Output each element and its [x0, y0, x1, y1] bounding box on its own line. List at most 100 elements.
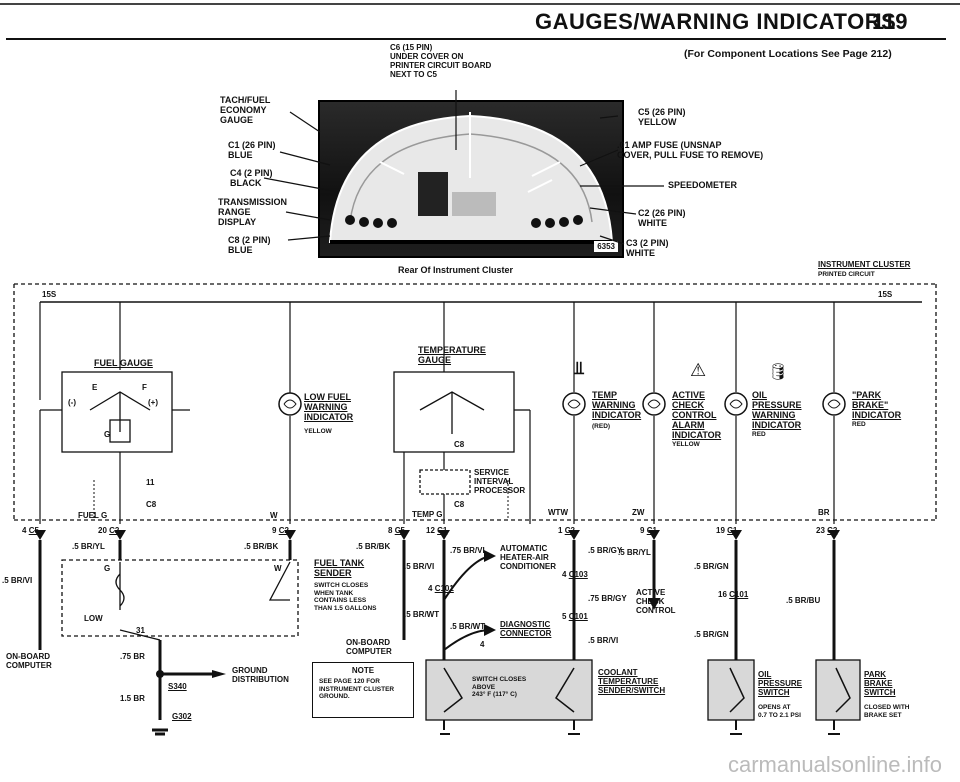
- conn-8-c5: 8 C5: [388, 526, 405, 535]
- instrument-cluster-photo: 6353: [318, 100, 624, 258]
- active-check-label: ACTIVE CHECK CONTROL ALARM INDICATOR: [672, 390, 722, 440]
- park-brake-switch-label: PARK BRAKE SWITCH: [864, 670, 896, 697]
- callout-speedometer: SPEEDOMETER: [668, 180, 738, 190]
- ground-g302: G302: [172, 712, 192, 721]
- printed-circuit-boundary: [13, 283, 937, 521]
- conn-12-c1: 12 C1: [426, 526, 448, 535]
- diagnostic-connector-label: DIAGNOSTIC CONNECTOR: [500, 620, 552, 638]
- note-box: NOTE SEE PAGE 120 FOR INSTRUMENT CLUSTER…: [312, 662, 414, 718]
- bulb-filaments: [283, 399, 841, 409]
- diagnostic-pin: 4: [480, 640, 485, 649]
- callout-c8: C8 (2 PIN) BLUE: [228, 235, 271, 255]
- bus-drops: [39, 302, 835, 400]
- conn-4-c5: 4 C5: [22, 526, 39, 535]
- callout-c1: C1 (26 PIN) BLUE: [228, 140, 276, 160]
- connector-symbols: [34, 530, 840, 540]
- wire-br-bk-1: .5 BR/BK: [244, 542, 279, 551]
- callout-c3: C3 (2 PIN) WHITE: [626, 238, 669, 258]
- note-title: NOTE: [351, 666, 375, 675]
- photo-number: 6353: [594, 241, 618, 252]
- on-board-computer-left: ON-BOARD COMPUTER: [6, 652, 52, 670]
- pin-wtw: WTW: [548, 508, 568, 517]
- coolant-sender-label: COOLANT TEMPERATURE SENDER/SWITCH: [598, 668, 666, 695]
- signal-arrows: [443, 555, 491, 651]
- wire-br-vi-mid: .5 BR/VI: [404, 562, 435, 571]
- pin-c8-fuel: C8: [146, 500, 157, 509]
- service-interval-label: SERVICE INTERVAL PROCESSOR: [474, 468, 526, 495]
- wire-15-br: 1.5 BR: [120, 694, 145, 703]
- conn-9-c2: 9 C2: [272, 526, 289, 535]
- page-number: 119: [872, 9, 908, 34]
- pin-11: 11: [146, 478, 155, 487]
- indicator-drops: [39, 410, 835, 524]
- wire-br-vi-right: .5 BR/VI: [588, 636, 619, 645]
- wire-75-br-gy: .75 BR/GY: [588, 594, 627, 603]
- pin-w: W: [270, 511, 278, 520]
- lower-wires: [38, 540, 836, 720]
- wire-br-yl-right: .5 BR/YL: [618, 548, 651, 557]
- pin-e: E: [92, 383, 98, 392]
- arrow-heads: [484, 550, 660, 636]
- oil-pressure-color: RED: [752, 431, 766, 438]
- warning-triangle-icon: ⚠: [690, 360, 707, 380]
- oil-pressure-switch-label: OIL PRESSURE SWITCH: [758, 670, 803, 697]
- switch-symbols: [443, 667, 851, 713]
- callout-c4: C4 (2 PIN) BLACK: [230, 168, 273, 188]
- callout-c5: C5 (26 PIN) YELLOW: [638, 107, 686, 127]
- fuel-gauge-label: FUEL GAUGE: [94, 358, 153, 368]
- wire-br-vi-left: .5 BR/VI: [2, 576, 33, 585]
- temp-gauge-symbol: [393, 371, 530, 453]
- pin-minus: (-): [68, 398, 76, 407]
- header-rule-top: [0, 3, 960, 5]
- pin-plus: (+): [148, 398, 158, 407]
- on-board-computer-mid: ON-BOARD COMPUTER: [346, 638, 392, 656]
- service-interval-box: [419, 469, 471, 495]
- callout-tach-fuel: TACH/FUEL ECONOMY GAUGE: [220, 95, 271, 125]
- bus-label-left: 15S: [42, 290, 57, 299]
- pin-br: BR: [818, 508, 830, 517]
- sender-pin-g: G: [104, 564, 111, 573]
- park-brake-color: RED: [852, 421, 866, 428]
- low-fuel-color: YELLOW: [304, 428, 332, 435]
- wire-br-bk-2: .5 BR/BK: [356, 542, 391, 551]
- inline-c101-1: 4 C101: [428, 584, 454, 593]
- sender-pin-w: W: [274, 564, 282, 573]
- wire-br-gy: .5 BR/GY: [588, 546, 623, 555]
- pin-fuel-g: FUEL G: [78, 511, 108, 520]
- fuel-tank-sender-box: [61, 559, 299, 641]
- temp-warning-icon: ⫫: [574, 358, 585, 378]
- sender-pin-31: 31: [136, 626, 145, 635]
- splice-s340: S340: [168, 682, 187, 691]
- note-body: SEE PAGE 120 FOR INSTRUMENT CLUSTER GROU…: [319, 678, 395, 700]
- wire-75-br-vi: .75 BR/VI: [450, 546, 485, 555]
- inline-c101-2: 5 C101: [562, 612, 588, 621]
- page-title: GAUGES/WARNING INDICATORS: [535, 9, 897, 34]
- park-brake-label: "PARK BRAKE" INDICATOR: [852, 390, 902, 420]
- photo-caption: Rear Of Instrument Cluster: [398, 265, 514, 275]
- wire-75-br: .75 BR: [120, 652, 145, 661]
- temp-warning-color: (RED): [592, 423, 611, 430]
- dashed-verticals: [93, 480, 509, 520]
- cluster-photo-art: [328, 112, 614, 244]
- header-rule: [6, 38, 946, 40]
- oil-can-icon: 🛢: [768, 364, 789, 381]
- sender-pin-low: LOW: [84, 614, 103, 623]
- inline-c101-3: 16 C101: [718, 590, 749, 599]
- indicator-circles: [278, 392, 846, 416]
- component-locations: (For Component Locations See Page 212): [684, 48, 892, 60]
- fuel-tank-note: SWITCH CLOSES WHEN TANK CONTAINS LESS TH…: [314, 582, 377, 612]
- printed-circuit-label: PRINTED CIRCUIT: [818, 271, 875, 278]
- wire-br-gn-2: .5 BR/GN: [694, 630, 729, 639]
- ground-distribution-label: GROUND DISTRIBUTION: [232, 666, 289, 684]
- oil-pressure-label: OIL PRESSURE WARNING INDICATOR: [752, 390, 802, 430]
- splice-dot: [156, 670, 226, 678]
- active-check-control-label: ACTIVE CHECK CONTROL: [636, 588, 676, 615]
- wire-br-bu: .5 BR/BU: [786, 596, 821, 605]
- callout-transmission: TRANSMISSION RANGE DISPLAY: [218, 197, 288, 227]
- conn-1-c2: 1 C2: [558, 526, 575, 535]
- bus-label-right: 15S: [878, 290, 893, 299]
- oil-switch-note: OPENS AT 0.7 TO 2.1 PSI: [758, 704, 801, 719]
- inline-c103: 4 C103: [562, 570, 588, 579]
- watermark: carmanualsonline.info: [728, 752, 943, 777]
- wire-br-wt-diag: .5 BR/WT: [450, 622, 486, 631]
